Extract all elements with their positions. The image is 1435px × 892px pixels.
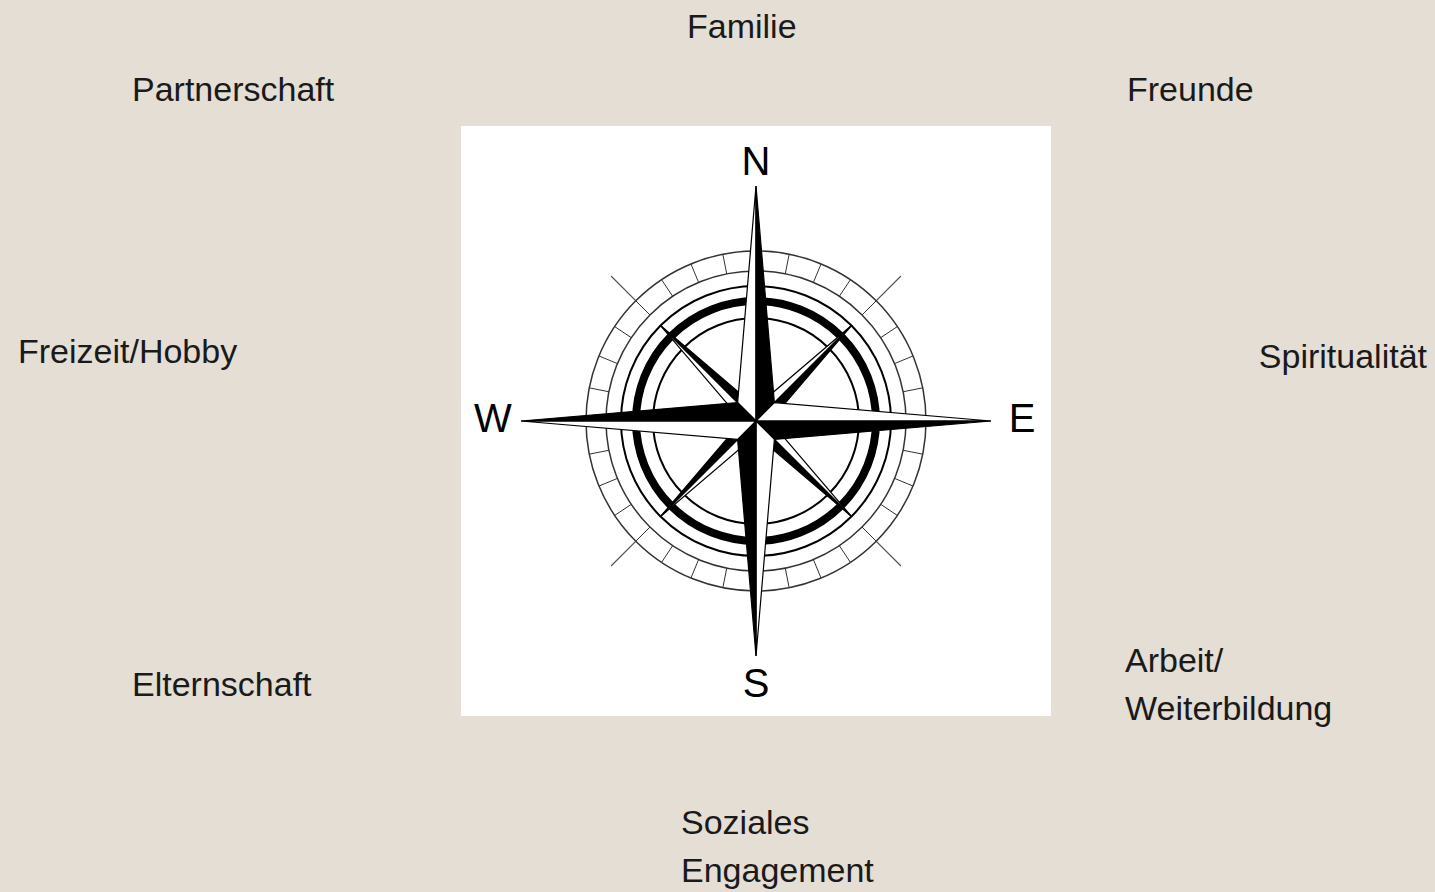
- degree-tick: [862, 301, 876, 315]
- star-point: [756, 421, 991, 439]
- degree-tick: [691, 560, 699, 578]
- compass-letter: N: [731, 141, 781, 181]
- star-point: [521, 421, 756, 439]
- compass-background: [461, 126, 1051, 716]
- degree-tick: [895, 478, 913, 486]
- star-point: [738, 421, 756, 656]
- compass-letter: W: [468, 398, 518, 438]
- star-point: [521, 403, 756, 421]
- degree-tick: [615, 327, 632, 338]
- degree-tick: [903, 388, 923, 392]
- life-area-label: Soziales Engagement: [681, 798, 951, 892]
- degree-tick: [662, 280, 673, 297]
- star-point: [756, 403, 991, 421]
- life-area-label: Familie: [687, 2, 797, 50]
- compass-rose: [521, 186, 991, 656]
- life-area-label: Arbeit/ Weiterbildung: [1125, 636, 1395, 732]
- compass-letter: E: [997, 398, 1047, 438]
- degree-tick: [881, 504, 898, 515]
- degree-tick: [862, 527, 876, 541]
- star-point: [738, 186, 756, 421]
- degree-tick: [723, 254, 727, 274]
- life-area-label: Freunde: [1127, 65, 1254, 113]
- degree-tick: [636, 301, 650, 315]
- compass-letter: S: [731, 663, 781, 703]
- degree-tick: [636, 527, 650, 541]
- life-area-label: Partnerschaft: [132, 65, 334, 113]
- degree-tick: [723, 568, 727, 588]
- degree-tick: [813, 264, 821, 282]
- degree-tick: [615, 504, 632, 515]
- life-area-label: Spiritualität: [1259, 332, 1427, 380]
- degree-tick: [903, 450, 923, 454]
- degree-tick: [839, 280, 850, 297]
- star-point: [756, 186, 774, 421]
- star-point: [756, 421, 774, 656]
- degree-tick: [895, 356, 913, 364]
- degree-tick: [662, 546, 673, 563]
- degree-tick: [599, 478, 617, 486]
- degree-tick: [785, 568, 789, 588]
- degree-tick: [599, 356, 617, 364]
- degree-tick: [589, 450, 609, 454]
- degree-tick: [785, 254, 789, 274]
- life-area-label: Elternschaft: [132, 660, 312, 708]
- degree-tick: [691, 264, 699, 282]
- degree-tick: [813, 560, 821, 578]
- degree-tick: [881, 327, 898, 338]
- degree-tick: [839, 546, 850, 563]
- life-area-label: Freizeit/Hobby: [18, 327, 237, 375]
- degree-tick: [589, 388, 609, 392]
